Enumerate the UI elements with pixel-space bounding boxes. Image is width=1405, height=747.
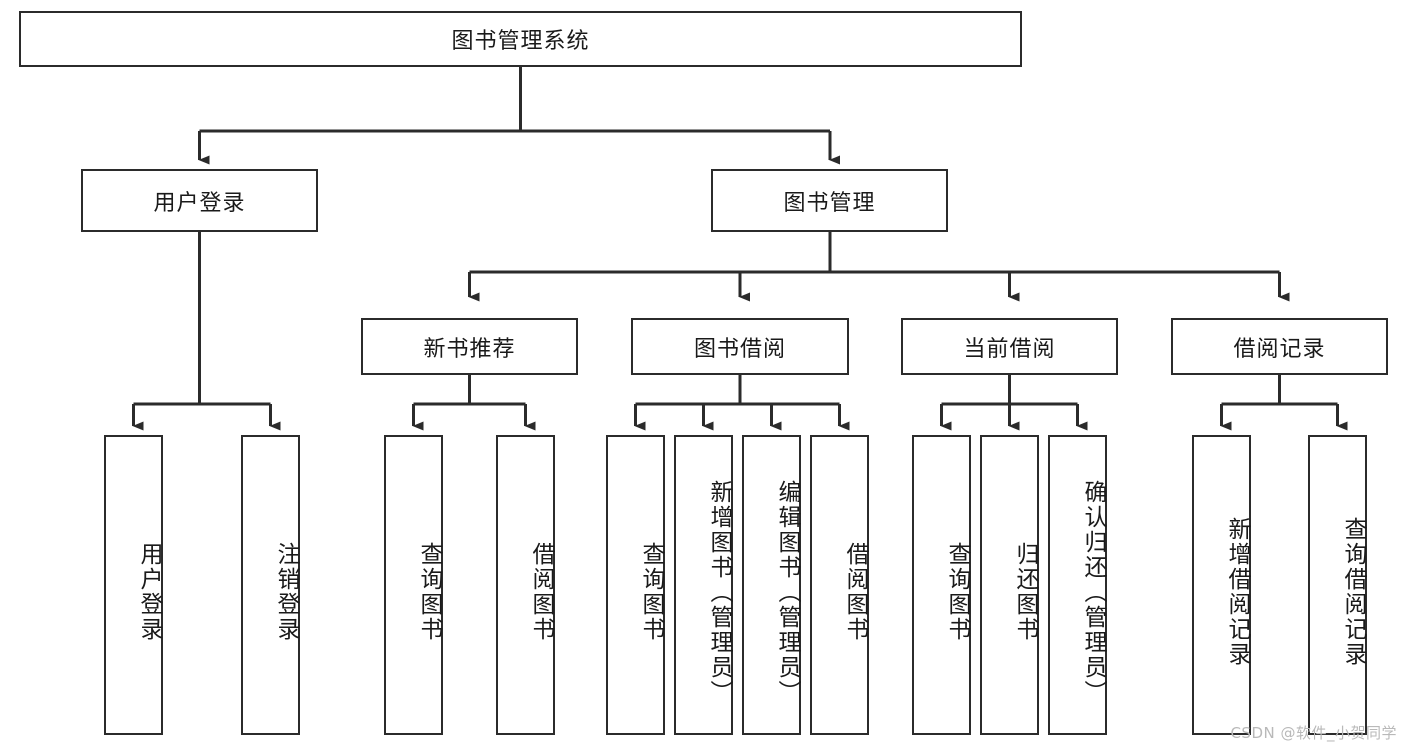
leaf-logout-login[interactable]: 注销登录 — [241, 435, 300, 735]
node-borrow-record-label: 借阅记录 — [1233, 336, 1326, 362]
leaf-query-book-2-label: 查询图书 — [638, 542, 664, 642]
leaf-user-login[interactable]: 用户登录 — [104, 435, 163, 735]
node-user-login-label: 用户登录 — [153, 190, 246, 216]
node-book-borrow[interactable]: 图书借阅 — [631, 318, 849, 375]
leaf-query-book-1-label: 查询图书 — [416, 542, 442, 642]
leaf-query-record-label: 查询借阅记录 — [1340, 517, 1366, 667]
leaf-add-record[interactable]: 新增借阅记录 — [1192, 435, 1251, 735]
leaf-edit-book[interactable]: 编辑图书（管理员） — [742, 435, 801, 735]
leaf-return-book-label: 归还图书 — [1012, 542, 1038, 642]
leaf-add-record-label: 新增借阅记录 — [1224, 517, 1250, 667]
leaf-query-book-2[interactable]: 查询图书 — [606, 435, 665, 735]
node-current-borrow[interactable]: 当前借阅 — [901, 318, 1118, 375]
node-borrow-record[interactable]: 借阅记录 — [1171, 318, 1388, 375]
node-root-label: 图书管理系统 — [451, 29, 590, 54]
node-user-login[interactable]: 用户登录 — [81, 169, 318, 232]
node-current-borrow-label: 当前借阅 — [963, 336, 1056, 362]
leaf-return-book[interactable]: 归还图书 — [980, 435, 1039, 735]
leaf-query-book-1[interactable]: 查询图书 — [384, 435, 443, 735]
leaf-add-book-label: 新增图书（管理员） — [706, 479, 732, 705]
leaf-query-book-3[interactable]: 查询图书 — [912, 435, 971, 735]
node-new-book-recommend[interactable]: 新书推荐 — [361, 318, 578, 375]
leaf-confirm-return[interactable]: 确认归还（管理员） — [1048, 435, 1107, 735]
leaf-user-login-label: 用户登录 — [136, 542, 162, 642]
csdn-watermark: CSDN @软件_小贺同学 — [1230, 724, 1397, 742]
leaf-add-book[interactable]: 新增图书（管理员） — [674, 435, 733, 735]
node-book-manage[interactable]: 图书管理 — [711, 169, 948, 232]
node-new-book-recommend-label: 新书推荐 — [423, 336, 516, 362]
leaf-query-book-3-label: 查询图书 — [944, 542, 970, 642]
leaf-borrow-book-1[interactable]: 借阅图书 — [496, 435, 555, 735]
leaf-confirm-return-label: 确认归还（管理员） — [1080, 479, 1106, 705]
node-book-borrow-label: 图书借阅 — [693, 336, 786, 362]
leaf-borrow-book-1-label: 借阅图书 — [528, 542, 554, 642]
leaf-edit-book-label: 编辑图书（管理员） — [774, 479, 800, 705]
leaf-logout-login-label: 注销登录 — [273, 542, 299, 642]
leaf-query-record[interactable]: 查询借阅记录 — [1308, 435, 1367, 735]
leaf-borrow-book-2-label: 借阅图书 — [842, 542, 868, 642]
leaf-borrow-book-2[interactable]: 借阅图书 — [810, 435, 869, 735]
node-root[interactable]: 图书管理系统 — [19, 11, 1022, 67]
node-book-manage-label: 图书管理 — [783, 190, 876, 216]
